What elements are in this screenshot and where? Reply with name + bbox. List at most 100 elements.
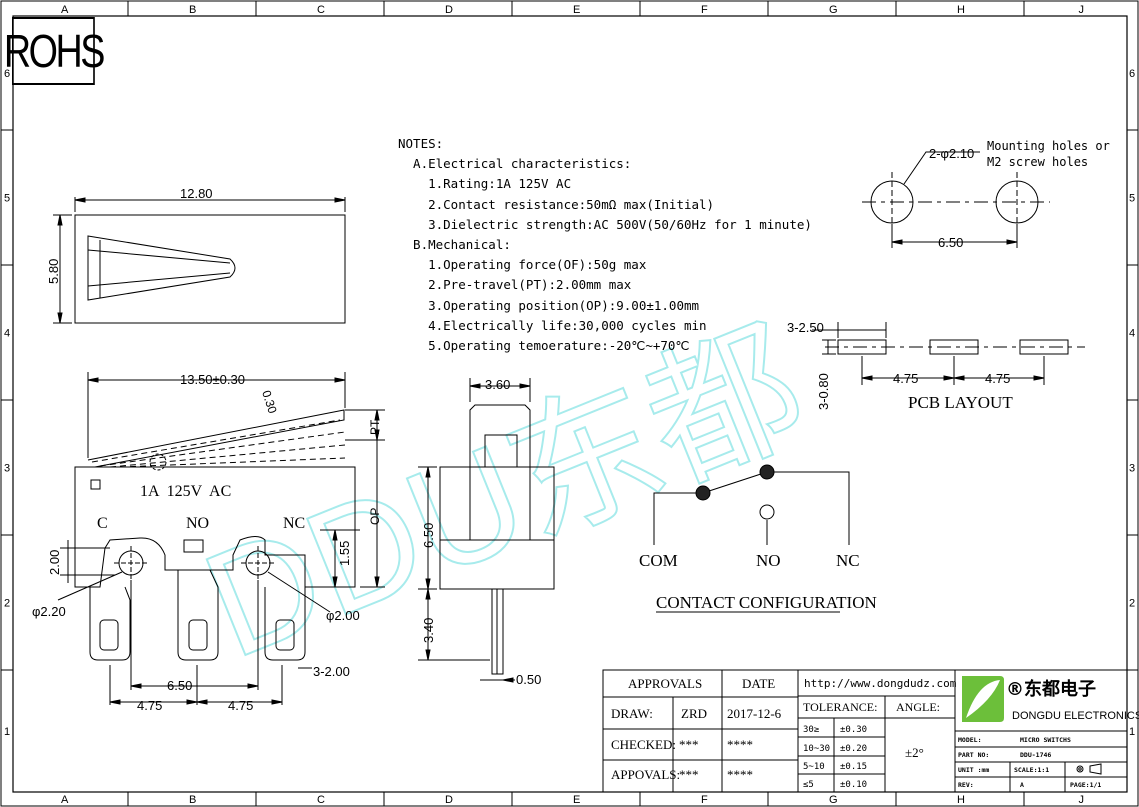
- end-height-dim: 6.50: [421, 523, 436, 548]
- appovals-date: ****: [727, 767, 753, 782]
- grid-col-label: B: [189, 794, 196, 806]
- note-line: 5.Operating temoerature:-20℃~+70℃: [398, 337, 690, 353]
- grid-row-label: 4: [1129, 328, 1135, 340]
- grid-col-label: F: [701, 794, 708, 806]
- mounting-note-2: M2 screw holes: [987, 155, 1088, 169]
- length-dim: 13.50±0.30: [180, 372, 245, 387]
- pcb-pad-dim: 3-2.50: [787, 320, 824, 335]
- terminal-nc: NC: [283, 515, 305, 532]
- grid-col-label: A: [61, 794, 69, 806]
- op-label: OP: [368, 508, 382, 525]
- tolerance-value: ±0.30: [840, 725, 867, 735]
- company-cn: ®东都电子: [1006, 679, 1096, 700]
- date-header: DATE: [742, 676, 776, 691]
- contact-nc: NC: [836, 551, 860, 570]
- grid-col-label: E: [573, 794, 580, 806]
- title-block: [602, 669, 1128, 793]
- tolerance-value: ±0.15: [840, 762, 867, 772]
- hole-left-dim: φ2.20: [32, 604, 66, 619]
- contact-diagram: [653, 464, 850, 613]
- terminal-width-dim: 3-2.00: [313, 664, 350, 679]
- note-line: 2.Pre-travel(PT):2.00mm max: [398, 277, 632, 293]
- website: http://www.dongdudz.com: [804, 677, 957, 690]
- draw-date: 2017-12-6: [727, 706, 782, 721]
- contact-no: NO: [756, 551, 781, 570]
- dim-1-55: 1.55: [337, 541, 352, 566]
- angle-value: ±2°: [905, 745, 924, 760]
- grid-row-label: 6: [1129, 68, 1135, 80]
- contact-com: COM: [639, 551, 678, 570]
- tolerance-range: ≤5: [803, 780, 814, 790]
- grid-col-label: C: [317, 4, 325, 16]
- grid-col-label: E: [573, 4, 580, 16]
- rev-value: A: [1020, 781, 1024, 789]
- grid-col-label: G: [829, 4, 838, 16]
- checked-name: ***: [679, 737, 699, 752]
- rating-label: 1A 125V AC: [140, 483, 231, 500]
- mounting-holes: [862, 151, 1050, 248]
- grid-col-label: A: [61, 4, 69, 16]
- terminal-c: C: [97, 515, 108, 532]
- pin-width-dim: 0.50: [516, 672, 541, 687]
- pt-label: PT: [368, 419, 382, 435]
- dim-6-50: 6.50: [167, 678, 192, 693]
- grid-col-label: G: [829, 794, 838, 806]
- pcb-layout-title: PCB LAYOUT: [908, 393, 1013, 412]
- lever-thickness-dim: 0.30: [259, 389, 280, 416]
- model-label: MODEL:: [958, 736, 982, 744]
- grid-col-label: B: [189, 4, 196, 16]
- angle-label: ANGLE:: [896, 700, 940, 714]
- terminal-no: NO: [186, 515, 209, 532]
- grid-row-label: 4: [4, 328, 10, 340]
- tolerance-range: 30≥: [803, 725, 820, 735]
- scale-label: SCALE:1:1: [1014, 766, 1050, 774]
- note-line: 3.Dielectric strength:AC 500V(50/60Hz fo…: [398, 216, 812, 232]
- end-view: [418, 378, 555, 683]
- appovals-label: APPOVALS:: [611, 767, 681, 782]
- tolerance-label: TOLERANCE:: [803, 700, 878, 714]
- note-line: 4.Electrically life:30,000 cycles min: [398, 317, 707, 333]
- mounting-holes-dim: 2-φ2.10: [929, 146, 974, 161]
- grid-col-label: F: [701, 4, 708, 16]
- dim-4-75-a: 4.75: [137, 698, 162, 713]
- pcb-pad-height-dim: 3-0.80: [816, 373, 831, 410]
- tolerance-value: ±0.20: [840, 744, 867, 754]
- checked-date: ****: [727, 737, 753, 752]
- grid-row-label: 2: [4, 598, 10, 610]
- pcb-pitch-2: 4.75: [985, 371, 1010, 386]
- unit-label: UNIT :mm: [958, 766, 990, 774]
- tolerance-range: 5~10: [803, 762, 825, 772]
- draw-name: ZRD: [681, 706, 707, 721]
- note-line: 2.Contact resistance:50mΩ max(Initial): [398, 196, 715, 212]
- grid-col-label: C: [317, 794, 325, 806]
- page-label: PAGE:1/1: [1070, 781, 1102, 789]
- grid-row-label: 3: [4, 463, 10, 475]
- pcb-pitch-1: 4.75: [893, 371, 918, 386]
- company-en: DONGDU ELECTRONICS: [1012, 710, 1139, 722]
- grid-col-label: H: [957, 794, 965, 806]
- mounting-note-1: Mounting holes or: [987, 139, 1110, 153]
- note-line: 1.Rating:1A 125V AC: [398, 176, 572, 192]
- mounting-spacing-dim: 6.50: [938, 235, 963, 250]
- grid-row-label: 5: [1129, 193, 1135, 205]
- end-width-dim: 3.60: [485, 377, 510, 392]
- contact-title: CONTACT CONFIGURATION: [656, 593, 877, 612]
- appovals-name: ***: [679, 767, 699, 782]
- pcb-layout: [812, 322, 1085, 385]
- part-label: PART NO:: [958, 751, 990, 759]
- top-width-dim: 12.80: [180, 186, 213, 201]
- pin-length-dim: 3.40: [421, 618, 436, 643]
- draw-label: DRAW:: [611, 706, 653, 721]
- top-height-dim: 5.80: [46, 259, 61, 284]
- hole-right-dim: φ2.00: [326, 608, 360, 623]
- note-line: A.Electrical characteristics:: [398, 156, 632, 172]
- grid-col-label: D: [445, 794, 453, 806]
- grid-col-label: J: [1079, 4, 1085, 16]
- grid-col-label: J: [1079, 794, 1085, 806]
- watermark: DDU东都: [183, 299, 825, 689]
- tolerance-value: ±0.10: [840, 780, 867, 790]
- grid-row-label: 1: [4, 726, 10, 738]
